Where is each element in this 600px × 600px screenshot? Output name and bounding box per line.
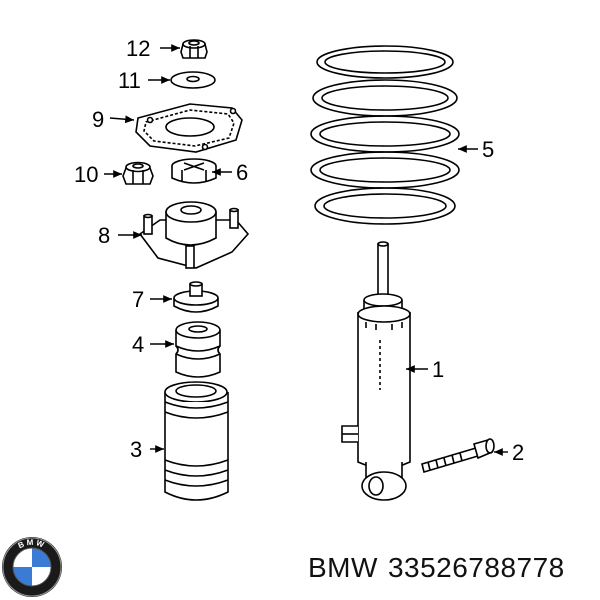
callout-9: 9 [92,107,104,132]
svg-text:BMW: BMW [17,538,47,550]
callout-6: 6 [236,160,248,185]
callout-11: 11 [118,68,141,93]
part-11-washer [170,71,216,89]
part-1-shock-absorber [341,241,411,501]
callout-10: 10 [74,162,98,187]
callout-4: 4 [132,332,144,357]
callout-12: 12 [126,36,150,61]
callout-1: 1 [432,357,444,382]
part-2-bolt [421,438,495,474]
part-5-coil-spring [310,45,460,225]
callout-8: 8 [98,223,110,248]
bmw-logo-icon: BMW [2,537,62,597]
brand-name: BMW [308,552,378,583]
part-caption: BMW 33526788778 [308,552,575,584]
leader-lines [104,44,508,456]
part-12-nut [180,39,208,59]
callout-3: 3 [130,437,142,462]
part-8-top-mount [138,201,250,269]
part-4-bump-stop [175,321,221,378]
callout-2: 2 [512,440,524,465]
exploded-parts-diagram: 12 11 9 10 6 8 7 4 3 5 1 2 [74,36,524,501]
part-3-dust-boot [164,381,229,501]
callout-5: 5 [482,137,494,162]
callout-7: 7 [132,287,144,312]
part-10-nut [122,161,154,185]
footer: BMW [0,535,600,600]
part-9-gasket [135,103,243,153]
part-7-spacer [173,281,219,313]
part-number: 33526788778 [387,552,565,583]
part-6-cap [171,158,217,184]
